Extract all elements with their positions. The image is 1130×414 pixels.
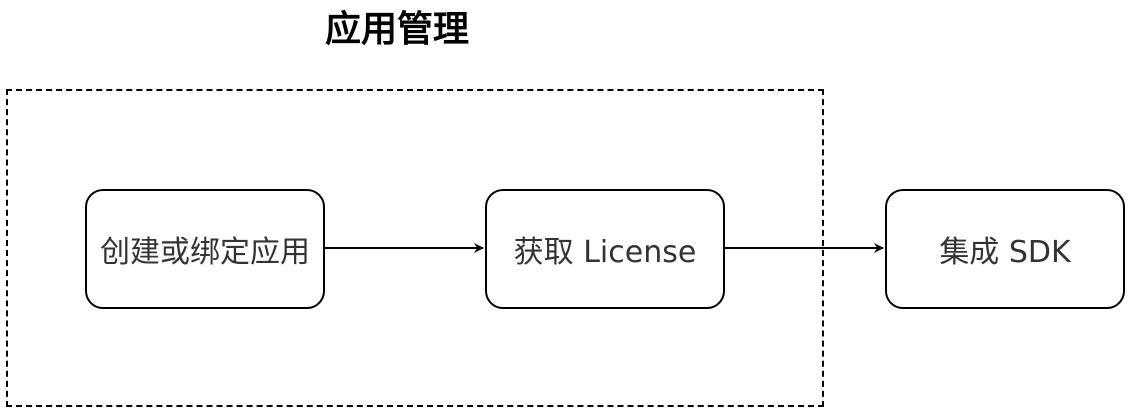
group-title: 应用管理 [325, 9, 470, 50]
node-integrate-sdk[interactable]: 集成 SDK [885, 189, 1125, 309]
node-label: 获取 License [513, 235, 697, 270]
node-get-license[interactable]: 获取 License [485, 189, 725, 309]
node-label: 集成 SDK [939, 235, 1071, 270]
node-label: 创建或绑定应用 [100, 235, 310, 270]
node-create-or-bind-app[interactable]: 创建或绑定应用 [85, 189, 325, 309]
